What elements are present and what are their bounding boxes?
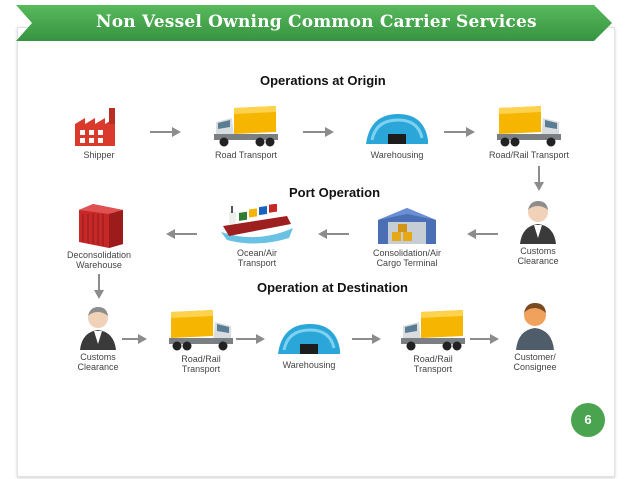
arrow-right bbox=[444, 127, 475, 137]
customer-icon bbox=[516, 303, 554, 350]
node-customer-consignee: Customer/ Consignee bbox=[480, 300, 590, 372]
warehouse-icon bbox=[278, 324, 340, 354]
terminal-icon bbox=[378, 208, 436, 244]
arrow-left bbox=[166, 229, 197, 239]
label-road-rail-transport-1: Road/Rail Transport bbox=[488, 150, 570, 160]
label-line: Road/Rail bbox=[413, 354, 453, 364]
label-line: Warehouse bbox=[76, 260, 122, 270]
label-line: Cargo Terminal bbox=[376, 258, 438, 268]
title-banner: Non Vessel Owning Common Carrier Service… bbox=[16, 5, 612, 41]
node-customs-clearance-2: Customs Clearance bbox=[43, 304, 153, 372]
label-line: Clearance bbox=[77, 362, 119, 372]
label-line: Deconsolidation bbox=[66, 250, 132, 260]
truck-icon bbox=[497, 106, 561, 147]
label-line: Consolidation/Air bbox=[372, 248, 442, 258]
label-line: Customer/ bbox=[514, 352, 556, 362]
label-line: Transport bbox=[237, 258, 277, 268]
node-ocean-air-transport: Ocean/Air Transport bbox=[202, 204, 312, 268]
arrow-left bbox=[318, 229, 349, 239]
node-consolidation-terminal: Consolidation/Air Cargo Terminal bbox=[352, 206, 462, 268]
page-title: Non Vessel Owning Common Carrier Service… bbox=[96, 12, 537, 32]
node-road-rail-transport-3: Road/Rail Transport bbox=[378, 308, 488, 374]
node-customs-clearance-1: Customs Clearance bbox=[483, 198, 593, 266]
page-number: 6 bbox=[571, 403, 605, 437]
label-line: Customs bbox=[80, 352, 116, 362]
person-icon bbox=[520, 201, 556, 244]
factory-icon bbox=[75, 108, 115, 146]
banner-shape bbox=[16, 5, 612, 41]
arrow-right bbox=[122, 334, 147, 344]
label-customs-clearance-1: Customs Clearance bbox=[483, 246, 593, 266]
section-origin: Operations at Origin bbox=[260, 73, 386, 88]
label-line: Road/Rail bbox=[181, 354, 221, 364]
node-warehousing-1: Warehousing bbox=[342, 110, 452, 160]
label-line: Clearance bbox=[517, 256, 559, 266]
label-line: Transport bbox=[413, 364, 453, 374]
truck-icon bbox=[214, 106, 278, 147]
label-customs-clearance-2: Customs Clearance bbox=[43, 352, 153, 372]
person-icon bbox=[80, 307, 116, 350]
label-warehousing-2: Warehousing bbox=[282, 360, 336, 370]
arrow-right bbox=[352, 334, 381, 344]
container-icon bbox=[79, 204, 123, 248]
arrow-right bbox=[236, 334, 265, 344]
node-road-transport: Road Transport bbox=[191, 104, 301, 160]
label-customer-consignee: Customer/ Consignee bbox=[480, 352, 590, 372]
arrow-down bbox=[94, 274, 104, 299]
node-road-rail-transport-2: Road/Rail Transport bbox=[146, 308, 256, 374]
label-line: Customs bbox=[520, 246, 556, 256]
warehouse-icon bbox=[366, 114, 428, 144]
node-deconsolidation-warehouse: Deconsolidation Warehouse bbox=[44, 200, 154, 270]
arrow-right bbox=[150, 127, 181, 137]
node-warehousing-2: Warehousing bbox=[254, 320, 364, 370]
truck-icon bbox=[401, 310, 465, 351]
label-road-transport: Road Transport bbox=[214, 150, 278, 160]
label-consolidation-terminal: Consolidation/Air Cargo Terminal bbox=[352, 248, 462, 268]
truck-icon bbox=[169, 310, 233, 351]
arrow-right bbox=[470, 334, 499, 344]
ship-icon bbox=[221, 204, 293, 244]
label-warehousing-1: Warehousing bbox=[370, 150, 424, 160]
label-deconsolidation-warehouse: Deconsolidation Warehouse bbox=[44, 250, 154, 270]
label-shipper: Shipper bbox=[83, 150, 115, 160]
section-destination: Operation at Destination bbox=[257, 280, 408, 295]
label-line: Ocean/Air bbox=[236, 248, 278, 258]
arrow-left bbox=[467, 229, 498, 239]
arrow-right bbox=[303, 127, 334, 137]
section-port: Port Operation bbox=[289, 185, 381, 200]
label-line: Transport bbox=[181, 364, 221, 374]
slide-frame bbox=[17, 27, 615, 477]
label-road-rail-transport-2: Road/Rail Transport bbox=[146, 354, 256, 374]
node-road-rail-transport-1: Road/Rail Transport bbox=[474, 104, 584, 160]
label-road-rail-transport-3: Road/Rail Transport bbox=[378, 354, 488, 374]
arrow-down bbox=[534, 166, 544, 191]
node-shipper: Shipper bbox=[44, 106, 154, 160]
label-line: Consignee bbox=[513, 362, 557, 372]
label-ocean-air-transport: Ocean/Air Transport bbox=[202, 248, 312, 268]
